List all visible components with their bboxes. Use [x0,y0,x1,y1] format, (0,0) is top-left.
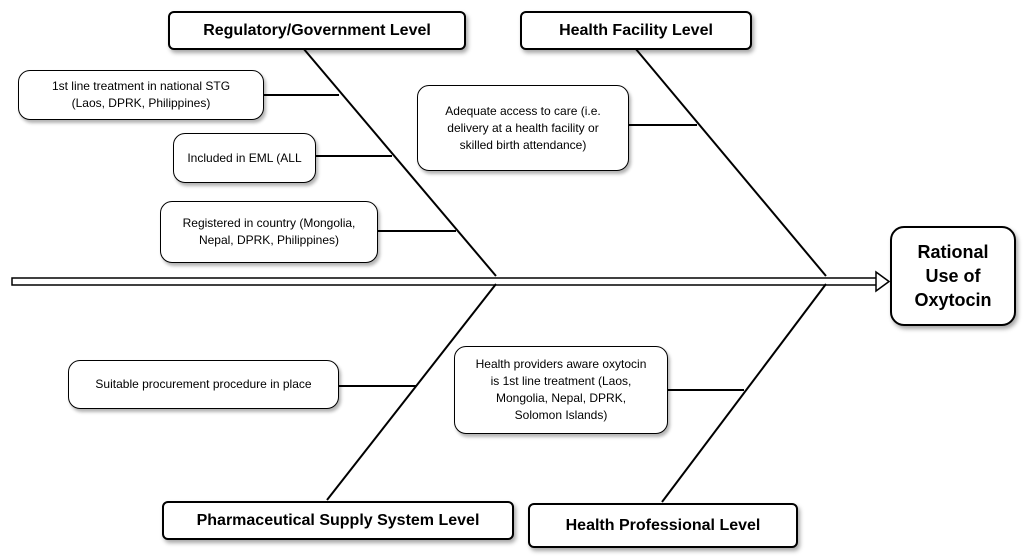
bone-regulatory [302,47,497,277]
bone-professional [661,283,827,503]
bone-supply [326,283,497,501]
category-health-professional: Health Professional Level [528,503,798,548]
cause-adequate-access-to-care: Adequate access to care (i.e. delivery a… [417,85,629,171]
cause-national-stg: 1st line treatment in national STG (Laos… [18,70,264,120]
cause-included-in-eml: Included in EML (ALL [173,133,316,183]
effect-rational-use-of-oxytocin: Rational Use of Oxytocin [890,226,1016,326]
category-pharmaceutical-supply: Pharmaceutical Supply System Level [162,501,514,540]
category-health-facility: Health Facility Level [520,11,752,50]
cause-registered-in-country: Registered in country (Mongolia, Nepal, … [160,201,378,263]
spine-arrow [11,270,891,293]
bone-facility [634,47,827,277]
cause-procurement-procedure: Suitable procurement procedure in place [68,360,339,409]
cause-providers-aware: Health providers aware oxytocin is 1st l… [454,346,668,434]
category-regulatory-government: Regulatory/Government Level [168,11,466,50]
